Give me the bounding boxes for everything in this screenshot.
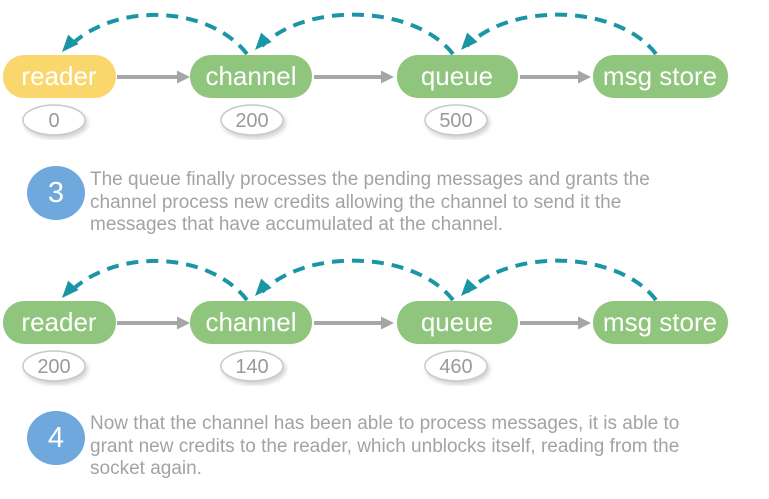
credit-badge-value: 0: [48, 110, 59, 132]
node-msg-store-label: msg store: [603, 307, 717, 337]
node-channel-label: channel: [205, 307, 296, 337]
step-number: 4: [47, 421, 65, 454]
flow-arrowhead: [177, 316, 190, 330]
flow-arrowhead: [381, 70, 394, 84]
node-msg-store-shape: [593, 55, 728, 98]
node-channel: channel: [190, 301, 312, 344]
pipeline-state-3: reader channel queue msg store 0 200 500: [3, 12, 728, 136]
credit-arrow-queue-to-channel: [260, 12, 455, 56]
credit-badge-value: 140: [235, 356, 268, 378]
node-msg-store-shape: [593, 301, 728, 344]
credit-arrowhead-channel: [255, 32, 272, 50]
node-reader: reader: [3, 301, 116, 344]
node-msg-store-label: msg store: [603, 61, 717, 91]
node-msg-store: msg store: [593, 301, 728, 344]
flow-arrowhead: [381, 316, 394, 330]
credit-badge-value: 200: [235, 110, 268, 132]
node-msg-store: msg store: [593, 55, 728, 98]
step-description-line: The queue finally processes the pending …: [90, 169, 650, 190]
credit-arrowhead-queue: [461, 32, 478, 50]
credit-arrow-channel-to-reader: [66, 258, 249, 302]
step-description-line: grant new credits to the reader, which u…: [90, 435, 680, 457]
credit-badge-reader: 0: [22, 104, 86, 136]
step-description-4: Now that the channel has been able to pr…: [90, 413, 769, 481]
flow-arrowhead: [578, 316, 591, 330]
credit-arrow-msgstore-to-queue: [465, 12, 658, 56]
credit-arrowhead-channel: [255, 278, 272, 296]
credit-badge-value: 200: [37, 356, 70, 378]
message-flow-arrows: [117, 70, 591, 84]
credit-badge-shape: [220, 350, 284, 382]
credit-badge-queue: 460: [424, 350, 488, 382]
node-reader-shape: [3, 301, 116, 344]
node-channel-shape: [190, 55, 312, 98]
credit-badge-shape: [22, 350, 86, 382]
credit-arrow-queue-to-channel: [260, 258, 455, 302]
node-queue-label: queue: [421, 307, 493, 337]
step-number-badge-3: 3: [27, 166, 85, 220]
credit-badge-channel: 140: [220, 350, 284, 382]
step-description-3: The queue finally processes the pending …: [90, 169, 760, 237]
credit-arrow-msgstore-to-queue: [465, 258, 658, 302]
node-channel: channel: [190, 55, 312, 98]
credit-badge-reader: 200: [22, 350, 86, 382]
step-number: 3: [47, 176, 65, 209]
node-reader-label: reader: [21, 307, 96, 337]
credit-arrowhead-reader: [62, 34, 79, 52]
step-number-badge-4: 4: [27, 411, 85, 465]
credit-badge-shape: [220, 104, 284, 136]
credit-arrow-channel-to-reader: [66, 12, 249, 56]
node-reader-shape: [3, 55, 116, 98]
step-description-line: Now that the channel has been able to pr…: [90, 413, 680, 434]
credit-arrowhead-reader: [62, 280, 79, 298]
credit-badge-value: 460: [439, 356, 472, 378]
node-queue-label: queue: [421, 61, 493, 91]
credit-grant-arrows: [62, 12, 658, 56]
message-flow-arrows: [117, 316, 591, 330]
credit-badge-shape: [22, 104, 86, 136]
flow-arrowhead: [177, 70, 190, 84]
credit-arrowhead-queue: [461, 278, 478, 296]
credit-badge-shape: [424, 350, 488, 382]
step-description-line: channel process new credits allowing the…: [90, 191, 622, 213]
node-queue: queue: [397, 55, 518, 98]
flow-arrowhead: [578, 70, 591, 84]
credit-grant-arrows: [62, 258, 658, 302]
node-reader: reader: [3, 55, 116, 98]
step-description-line: messages that have accumulated at the ch…: [90, 214, 503, 235]
credit-badge-channel: 200: [220, 104, 284, 136]
node-queue-shape: [397, 55, 518, 98]
credit-badge-queue: 500: [424, 104, 488, 136]
step-description-line: socket again.: [90, 458, 202, 479]
node-channel-label: channel: [205, 61, 296, 91]
node-reader-label: reader: [21, 61, 96, 91]
node-queue: queue: [397, 301, 518, 344]
node-queue-shape: [397, 301, 518, 344]
node-channel-shape: [190, 301, 312, 344]
credit-badge-value: 500: [439, 110, 472, 132]
credit-badge-shape: [424, 104, 488, 136]
pipeline-state-4: reader channel queue msg store 200 140 4…: [3, 258, 728, 382]
